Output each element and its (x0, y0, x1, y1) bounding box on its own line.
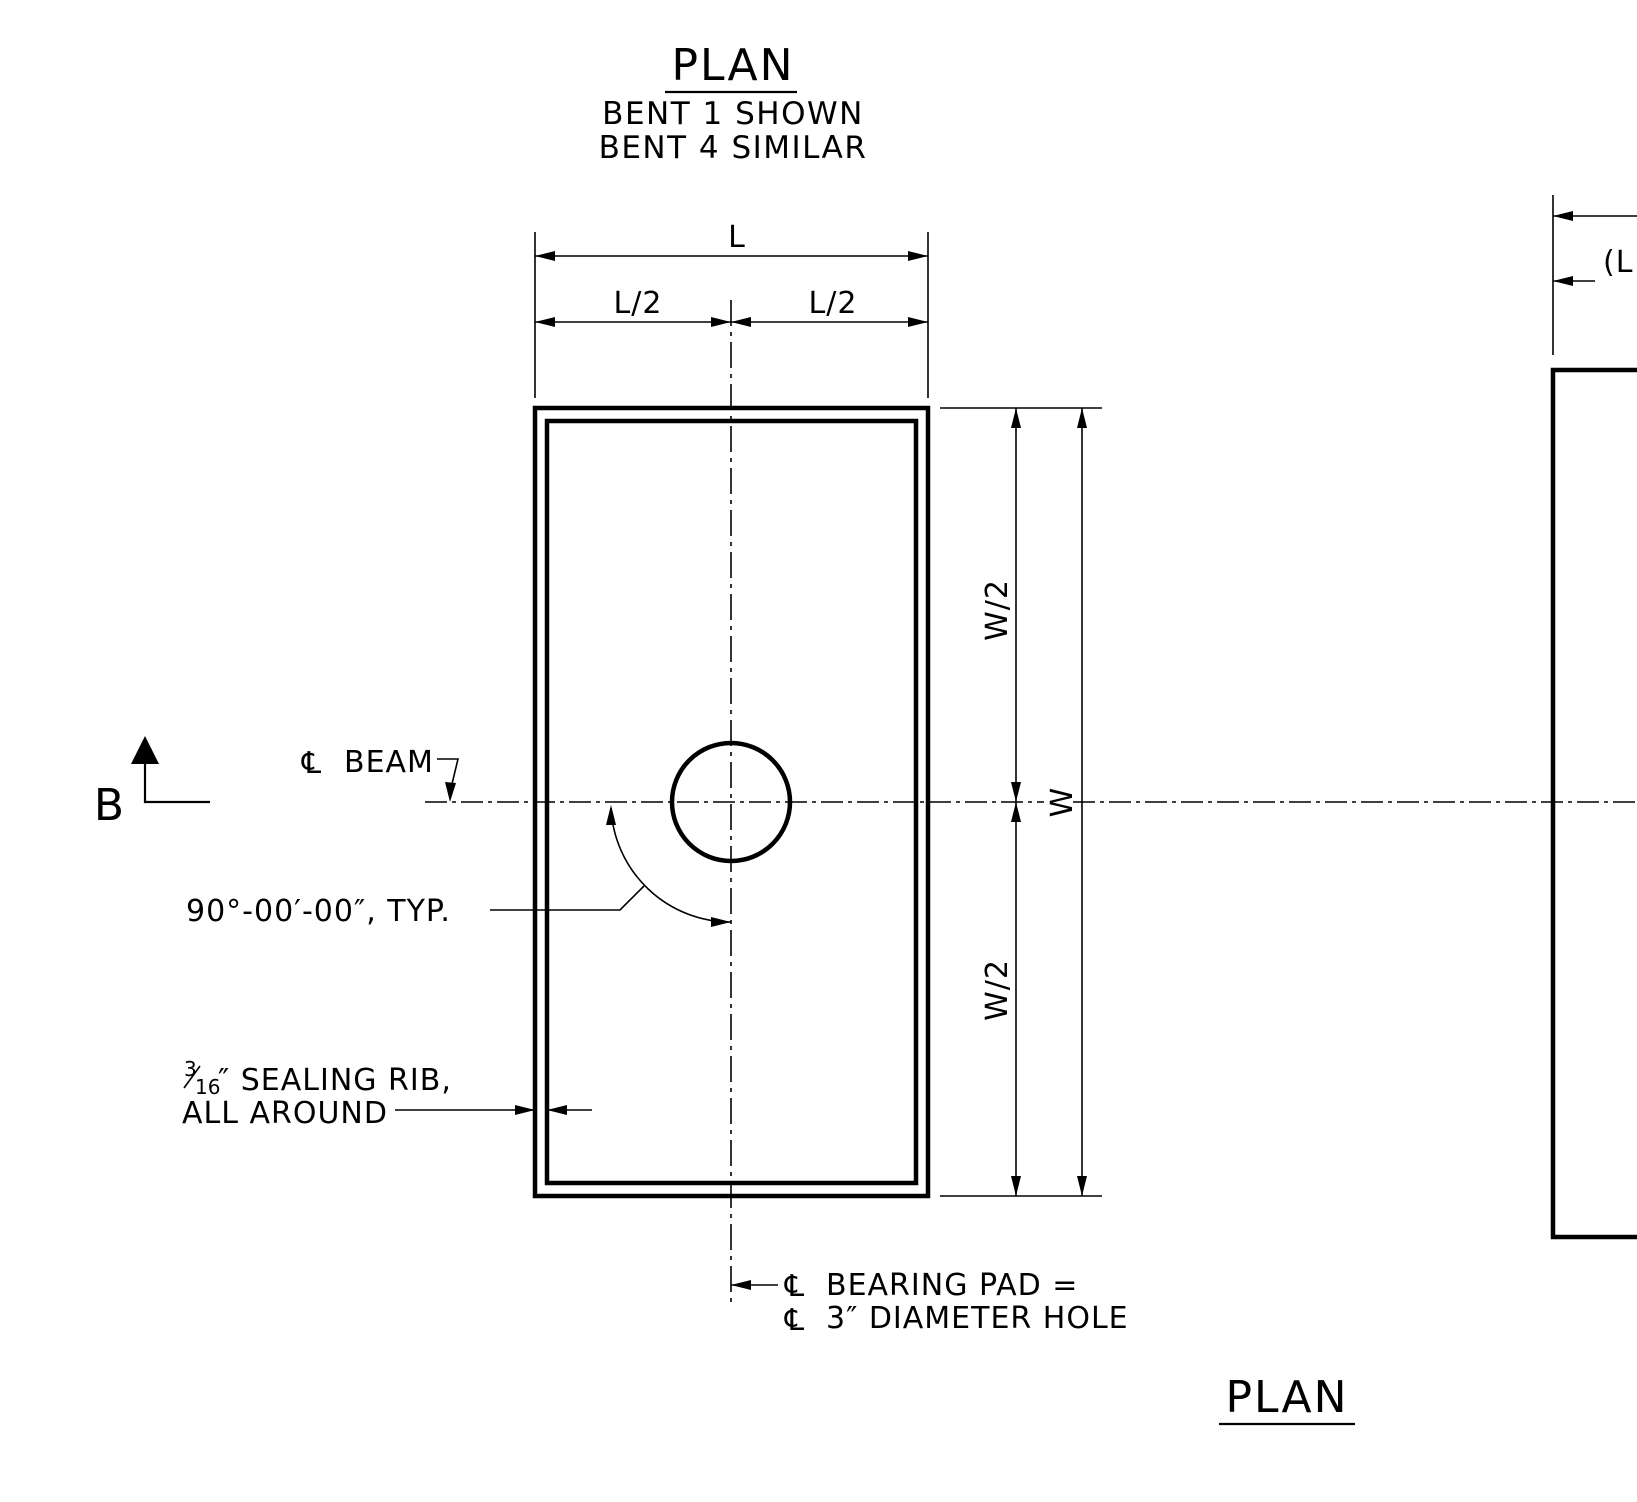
dim-label-W: W (1045, 787, 1080, 818)
arrowhead (535, 251, 555, 261)
arrowhead (711, 917, 731, 927)
rib-fraction-bar (183, 1065, 201, 1089)
rib-note-line-2: ALL AROUND (182, 1096, 388, 1131)
angle-leader (490, 884, 646, 911)
arrowhead (908, 317, 928, 327)
arrowhead (445, 782, 456, 802)
section-cut-marker-b: B (94, 736, 210, 831)
section-arrowhead-icon (131, 736, 159, 764)
arrowhead (1553, 211, 1573, 221)
arrowhead (1011, 1176, 1021, 1196)
arrowhead (908, 251, 928, 261)
sealing-rib-callout: 3 16 ″ SEALING RIB, ALL AROUND (182, 1057, 592, 1131)
arrowhead (711, 317, 731, 327)
arrowhead (1011, 408, 1021, 428)
rib-note-line-1: ″ SEALING RIB, (218, 1063, 452, 1098)
plan-title-right: PLAN (1225, 1372, 1348, 1423)
right-plan-outline (1550, 367, 1637, 1240)
dim-label-L: L (728, 220, 746, 255)
plan-title-block: PLAN BENT 1 SHOWN BENT 4 SIMILAR (599, 40, 868, 166)
angle-callout: 90°-00′-00″, TYP. (186, 805, 732, 929)
dim-label-half-L-right: L/2 (809, 286, 858, 321)
plan-subtitle-line-2: BENT 4 SIMILAR (599, 130, 868, 166)
beam-leader (437, 758, 460, 785)
arrowhead (1011, 782, 1021, 802)
arrowhead (547, 1105, 567, 1115)
dim-label-half-W-lower: W/2 (980, 959, 1015, 1021)
rib-fraction-denominator: 16 (195, 1075, 220, 1099)
arrowhead (1011, 802, 1021, 822)
arrowhead (515, 1105, 535, 1115)
arrowhead (1077, 408, 1087, 428)
arrowhead (1553, 276, 1573, 286)
dim-label-W-background (1044, 786, 1070, 818)
centerline-symbol: ℄ (784, 1269, 805, 1304)
centerlines (425, 300, 1637, 1305)
width-dimensions: W/2 W/2 W (940, 407, 1102, 1197)
section-cut-line (143, 760, 210, 804)
arrowhead (731, 317, 751, 327)
bearing-pad-centerline-note: ℄ BEARING PAD = ℄ 3″ DIAMETER HOLE (731, 1268, 1129, 1338)
arrowhead (1077, 1176, 1087, 1196)
dim-label-half-L-left: L/2 (614, 286, 663, 321)
length-dimensions: L L/2 L/2 (534, 220, 929, 398)
angle-arc (610, 807, 732, 923)
centerline-symbol: ℄ (301, 746, 322, 781)
arrowhead (731, 1280, 751, 1290)
arrowhead (606, 805, 616, 825)
plan-title: PLAN (671, 40, 794, 91)
partial-dim-label: (L (1603, 245, 1633, 280)
section-letter: B (94, 780, 126, 831)
plan-title-right-block: PLAN (1219, 1372, 1355, 1426)
centerline-beam-label: BEAM (344, 745, 434, 780)
bearing-pad-line-2: 3″ DIAMETER HOLE (826, 1301, 1129, 1336)
partial-plan-right: (L (1550, 195, 1637, 1240)
plan-subtitle-line-1: BENT 1 SHOWN (602, 96, 864, 132)
centerline-symbol: ℄ (784, 1303, 805, 1338)
centerline-beam-callout: ℄ BEAM (301, 745, 460, 802)
arrowhead (535, 317, 555, 327)
angle-note: 90°-00′-00″, TYP. (186, 894, 451, 929)
dim-label-half-W-upper: W/2 (980, 579, 1015, 641)
bearing-pad-line-1: BEARING PAD = (826, 1268, 1078, 1303)
